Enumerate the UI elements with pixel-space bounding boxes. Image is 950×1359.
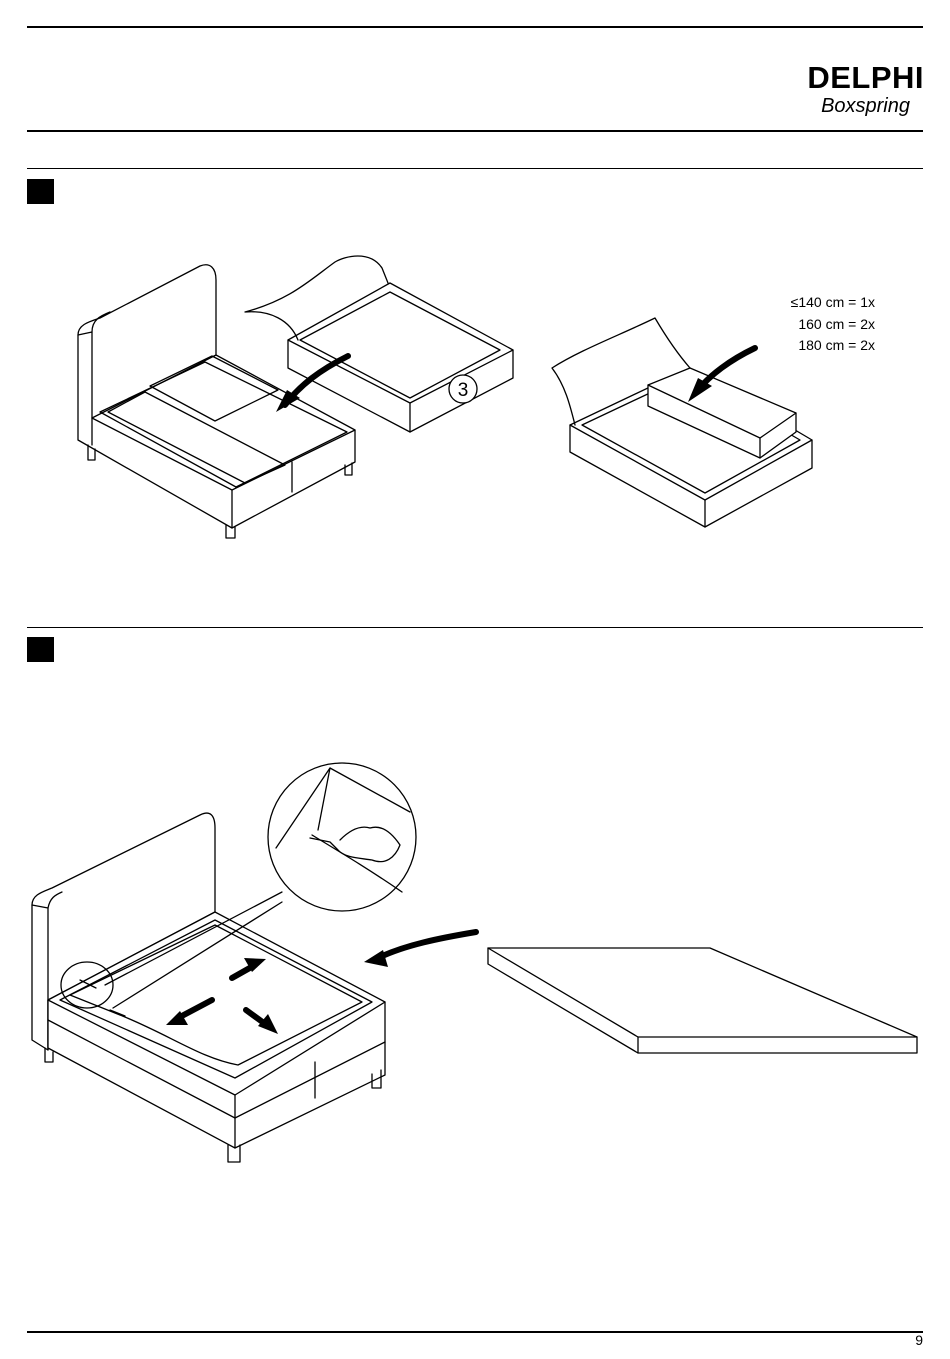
step2-illustration [0,0,950,1300]
topper-drawing [488,948,917,1053]
page-number: 9 [915,1332,923,1348]
zoom-detail-drawing [268,763,416,911]
footer-rule [27,1331,923,1333]
